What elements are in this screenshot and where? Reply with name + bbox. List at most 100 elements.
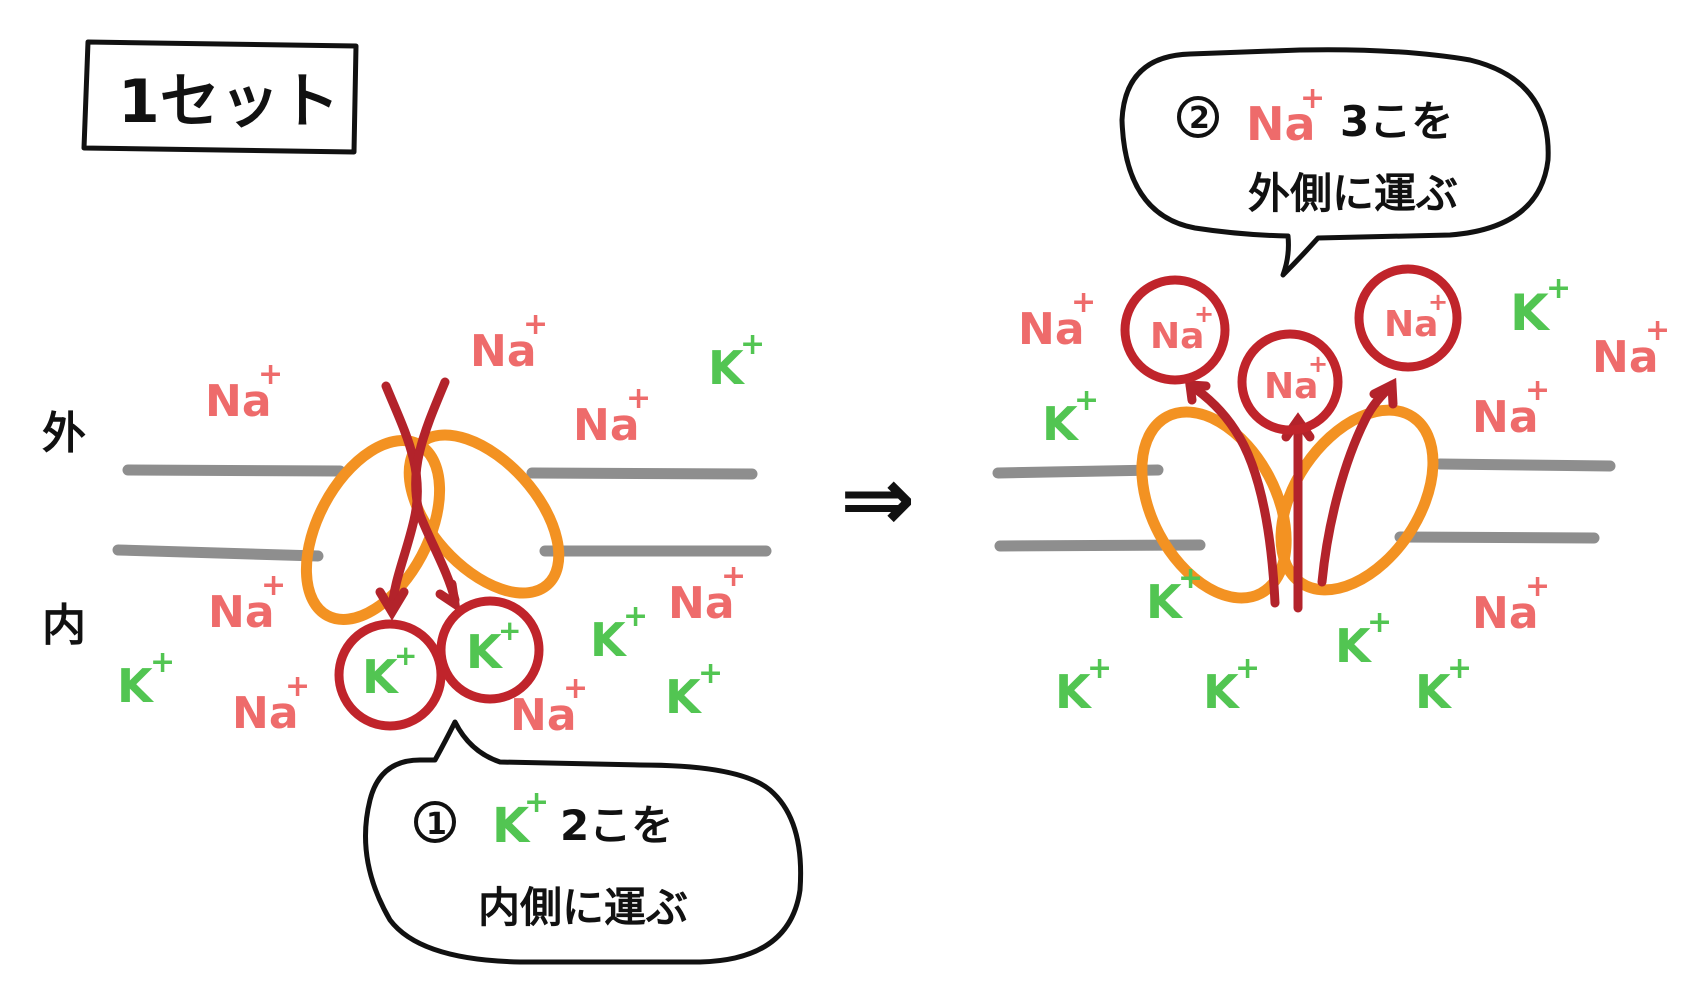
step1-count: 2こを <box>560 801 673 850</box>
svg-text:+: + <box>1447 651 1472 686</box>
svg-text:+: + <box>1525 569 1550 604</box>
title-box: 1セット <box>81 39 359 155</box>
svg-text:+: + <box>394 639 417 672</box>
ion-na: Na+ <box>1472 569 1550 639</box>
svg-text:+: + <box>1546 271 1571 306</box>
ion-k: K+ <box>665 656 723 724</box>
ion-na-carried: Na+ <box>1150 300 1214 357</box>
ion-k: K+ <box>1510 271 1571 342</box>
label-outside: 外 <box>42 408 86 459</box>
svg-text:+: + <box>1235 651 1260 686</box>
svg-text:+: + <box>1525 373 1550 408</box>
svg-text:Na: Na <box>1150 316 1204 357</box>
ion-k: K+ <box>590 599 648 667</box>
svg-text:+: + <box>150 645 175 680</box>
step1-number: 1 <box>426 807 447 842</box>
svg-text:+: + <box>1308 350 1328 378</box>
svg-text:Na: Na <box>510 690 577 741</box>
ion-k: K+ <box>117 645 175 713</box>
right-na-carriers <box>1120 264 1462 435</box>
svg-text:K: K <box>1415 665 1453 719</box>
left-ions: Na+ Na+ Na+ K+ Na+ Na+ K+ K+ Na+ K+ Na+ … <box>117 307 765 741</box>
svg-text:+: + <box>1367 605 1392 640</box>
right-ions: Na+ K+ K+ Na+ Na+ K+ K+ K+ K+ K+ Na+ Na+… <box>1018 271 1670 719</box>
title-text: 1セット <box>118 67 340 137</box>
left-transport-arrows <box>375 377 461 621</box>
svg-text:K: K <box>1510 284 1551 342</box>
svg-text:K: K <box>590 613 628 667</box>
step1-number-circle <box>414 801 456 843</box>
svg-text:Na: Na <box>1384 304 1438 345</box>
ion-k: K+ <box>1335 605 1392 673</box>
svg-text:+: + <box>740 327 765 362</box>
svg-text:+: + <box>1071 285 1096 320</box>
ion-na: Na+ <box>1018 285 1096 355</box>
svg-text:+: + <box>258 357 283 392</box>
svg-text:+: + <box>1645 313 1670 348</box>
ion-k: K+ <box>708 327 765 395</box>
svg-text:+: + <box>1178 561 1203 596</box>
ion-k: K+ <box>1146 561 1203 629</box>
step2-ion-charge: + <box>1300 81 1325 116</box>
svg-text:Na: Na <box>1264 366 1318 407</box>
svg-text:+: + <box>563 671 588 706</box>
step1-action: 内側に運ぶ <box>478 883 688 932</box>
svg-text:Na: Na <box>573 400 640 451</box>
svg-text:Na: Na <box>205 376 272 427</box>
svg-text:+: + <box>1074 383 1099 418</box>
ion-na: Na+ <box>1472 373 1550 443</box>
svg-text:K: K <box>1055 665 1093 719</box>
svg-text:K: K <box>362 650 400 704</box>
svg-text:Na: Na <box>232 688 299 739</box>
svg-text:+: + <box>498 614 521 647</box>
svg-text:Na: Na <box>208 587 275 638</box>
ion-k: K+ <box>1415 651 1472 719</box>
svg-text:+: + <box>523 307 548 342</box>
svg-text:K: K <box>1146 575 1184 629</box>
ion-na: Na+ <box>668 559 746 629</box>
svg-text:Na: Na <box>668 578 735 629</box>
svg-text:+: + <box>1428 288 1448 316</box>
ion-na: Na+ <box>510 671 588 741</box>
step2-number: 2 <box>1189 101 1210 136</box>
svg-text:K: K <box>708 341 746 395</box>
label-inside: 内 <box>42 600 86 651</box>
step2-count: 3こを <box>1340 97 1453 146</box>
step2-ion: Na <box>1246 97 1316 151</box>
transition-arrow: ⇒ <box>840 447 915 552</box>
svg-text:Na: Na <box>1592 332 1659 383</box>
svg-text:+: + <box>698 656 723 691</box>
svg-text:+: + <box>623 599 648 634</box>
svg-text:+: + <box>261 568 286 603</box>
svg-text:K: K <box>466 625 504 679</box>
ion-na-carried: Na+ <box>1384 288 1448 345</box>
ion-na: Na+ <box>208 568 286 638</box>
step2-number-circle <box>1177 96 1219 138</box>
svg-text:+: + <box>285 669 310 704</box>
svg-text:+: + <box>1194 300 1214 328</box>
svg-text:+: + <box>626 381 651 416</box>
left-k-carriers <box>334 596 544 731</box>
svg-text:Na: Na <box>470 326 537 377</box>
ion-k: K+ <box>1055 651 1112 719</box>
svg-text:K: K <box>1203 665 1241 719</box>
left-pump-protein <box>300 429 565 625</box>
svg-text:K: K <box>665 670 703 724</box>
ion-na-carried: Na+ <box>1264 350 1328 407</box>
ion-na: Na+ <box>1592 313 1670 383</box>
svg-text:K: K <box>117 659 155 713</box>
svg-text:K: K <box>1335 619 1373 673</box>
step1-bubble: 1 K + 2こを 内側に運ぶ <box>363 719 804 965</box>
svg-text:Na: Na <box>1472 588 1539 639</box>
ion-na: Na+ <box>232 669 310 739</box>
ion-k: K+ <box>1203 651 1260 719</box>
step2-action: 外側に運ぶ <box>1248 169 1458 218</box>
ion-na: Na+ <box>205 357 283 427</box>
svg-text:+: + <box>1087 651 1112 686</box>
step1-ion: K <box>492 798 531 854</box>
svg-text:+: + <box>721 559 746 594</box>
left-membrane <box>112 464 772 562</box>
svg-text:Na: Na <box>1472 392 1539 443</box>
